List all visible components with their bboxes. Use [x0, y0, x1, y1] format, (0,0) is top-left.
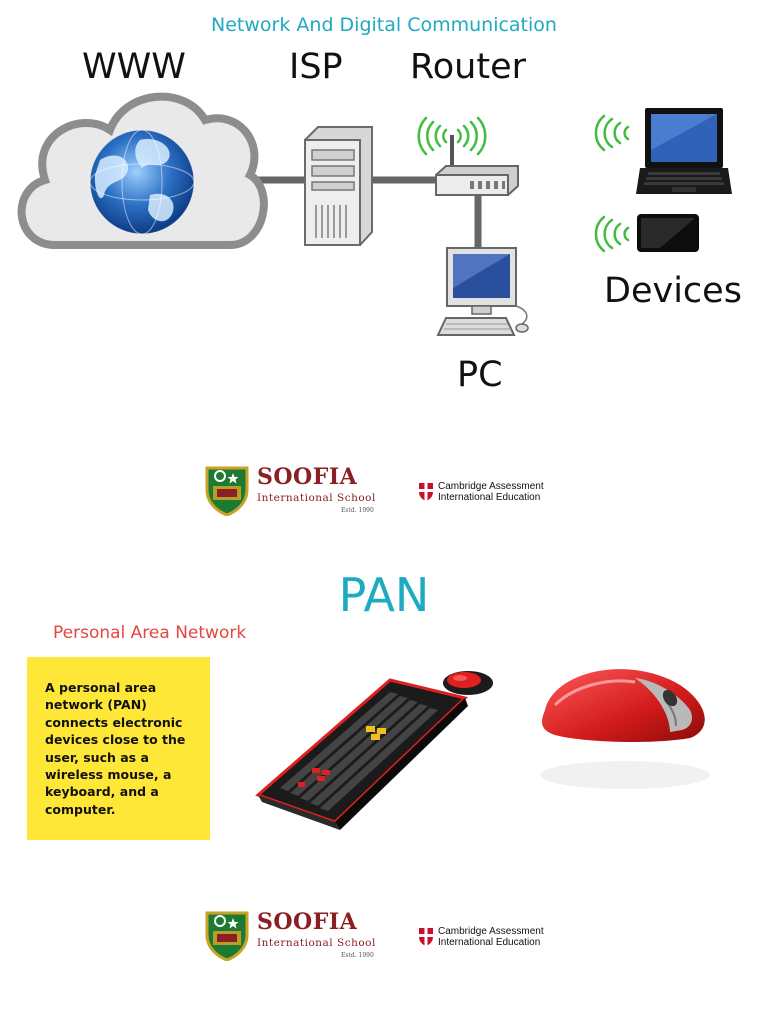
router-icon — [435, 135, 519, 196]
wifi-signal-icon — [417, 114, 630, 253]
cambridge-shield-icon — [419, 483, 433, 501]
small-mouse-icon — [443, 671, 493, 695]
cambridge-shield-icon — [419, 928, 433, 946]
server-icon — [304, 126, 373, 246]
router-label: Router — [410, 47, 526, 87]
pan-subtitle: Personal Area Network — [53, 623, 247, 643]
desktop-pc-icon — [436, 247, 529, 336]
tablet-icon — [637, 214, 699, 252]
cambridge-line2: International Education — [438, 492, 541, 503]
school-crest-icon — [205, 911, 249, 961]
mouse-icon — [540, 669, 710, 789]
pan-title: PAN — [338, 568, 430, 622]
pc-label: PC — [457, 355, 503, 395]
school-estd: Estd. 1990 — [341, 507, 374, 514]
cambridge-line1: Cambridge Assessment — [438, 481, 544, 492]
cloud-globe-icon — [17, 92, 268, 249]
cambridge-logo: Cambridge Assessment International Educa… — [418, 481, 558, 505]
www-label: WWW — [82, 47, 186, 87]
cambridge-logo-footer: Cambridge Assessment International Educa… — [418, 926, 558, 950]
school-crest-icon — [205, 466, 249, 516]
soofia-school-logo-footer: SOOFIA International School Estd. 1990 — [195, 895, 395, 973]
cambridge-line1: Cambridge Assessment — [438, 926, 544, 937]
isp-label: ISP — [289, 47, 343, 87]
pan-description: A personal area network (PAN) connects e… — [45, 680, 186, 817]
pan-devices-illustration — [255, 669, 710, 830]
network-slide-title: Network And Digital Communication — [211, 14, 557, 36]
school-estd: Estd. 1990 — [341, 952, 374, 959]
keyboard-icon — [255, 678, 469, 830]
school-name: SOOFIA — [257, 909, 358, 935]
school-subtitle: International School — [257, 492, 376, 504]
school-subtitle: International School — [257, 937, 376, 949]
laptop-icon — [636, 108, 732, 194]
cambridge-line2: International Education — [438, 937, 541, 948]
school-name: SOOFIA — [257, 464, 358, 490]
network-diagram — [17, 92, 732, 336]
soofia-school-logo: SOOFIA International School Estd. 1990 — [195, 450, 395, 528]
pan-description-box: A personal area network (PAN) connects e… — [27, 657, 210, 840]
devices-label: Devices — [604, 271, 742, 311]
